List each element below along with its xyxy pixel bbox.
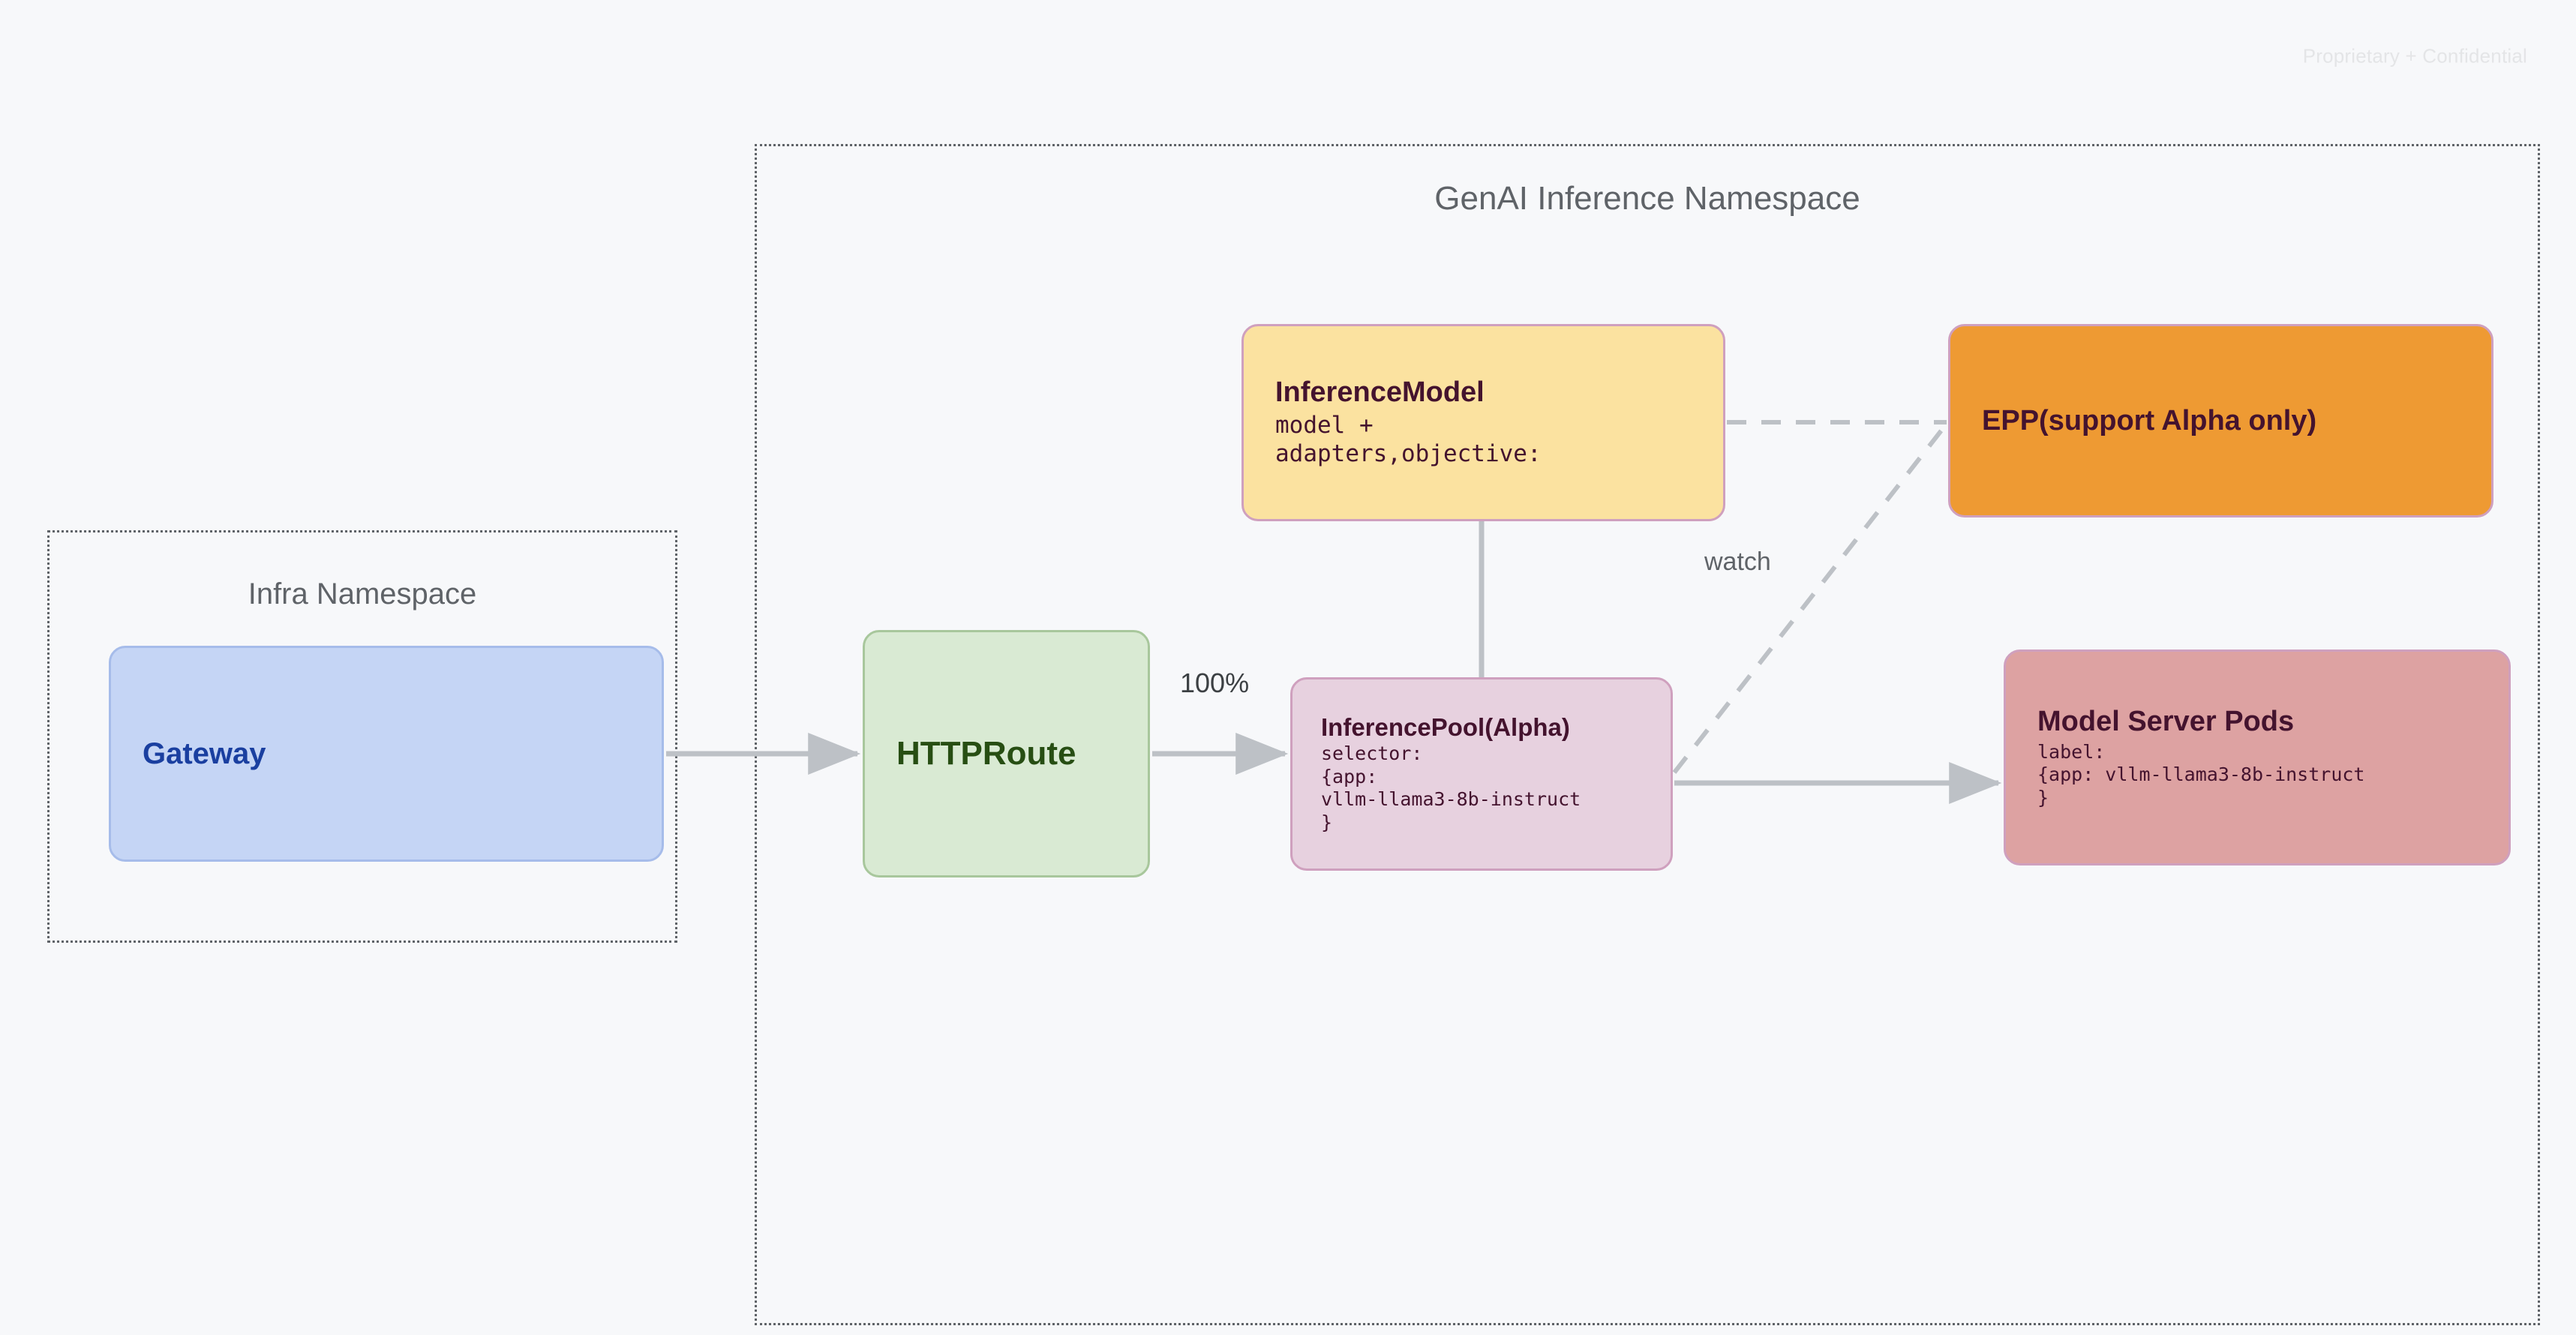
node-model-server-pods[interactable]: Model Server Pods label: {app: vllm-llam… <box>2004 650 2511 866</box>
infra-namespace-title: Infra Namespace <box>248 578 477 610</box>
genai-inference-namespace-container: GenAI Inference Namespace <box>755 144 2540 1325</box>
node-inferencepool-title: InferencePool(Alpha) <box>1321 712 1570 741</box>
node-model-server-pods-spec: label: {app: vllm-llama3-8b-instruct } <box>2037 740 2365 808</box>
node-inferencepool-spec: selector: {app: vllm-llama3-8b-instruct … <box>1321 742 1581 833</box>
watermark-label: Proprietary + Confidential <box>2302 44 2527 68</box>
node-inferencemodel-title: InferenceModel <box>1275 376 1485 409</box>
infra-namespace-container: Infra Namespace <box>47 530 677 943</box>
node-httproute[interactable]: HTTPRoute <box>863 630 1150 878</box>
genai-namespace-title: GenAI Inference Namespace <box>1434 180 1860 217</box>
node-inferencemodel[interactable]: InferenceModel model + adapters,objectiv… <box>1241 324 1725 521</box>
node-gateway[interactable]: Gateway <box>109 646 664 862</box>
bottom-cutoff-mark <box>2393 1329 2528 1335</box>
node-model-server-pods-title: Model Server Pods <box>2037 705 2295 737</box>
edge-label-traffic-split: 100% <box>1180 668 1250 698</box>
node-httproute-title: HTTPRoute <box>896 735 1076 772</box>
node-inferencepool[interactable]: InferencePool(Alpha) selector: {app: vll… <box>1290 677 1673 871</box>
node-gateway-title: Gateway <box>143 736 266 770</box>
node-inferencemodel-spec: model + adapters,objective: <box>1275 411 1542 467</box>
node-epp[interactable]: EPP(support Alpha only) <box>1948 324 2493 518</box>
node-epp-title: EPP(support Alpha only) <box>1982 404 2317 436</box>
edge-label-watch: watch <box>1704 548 1771 576</box>
